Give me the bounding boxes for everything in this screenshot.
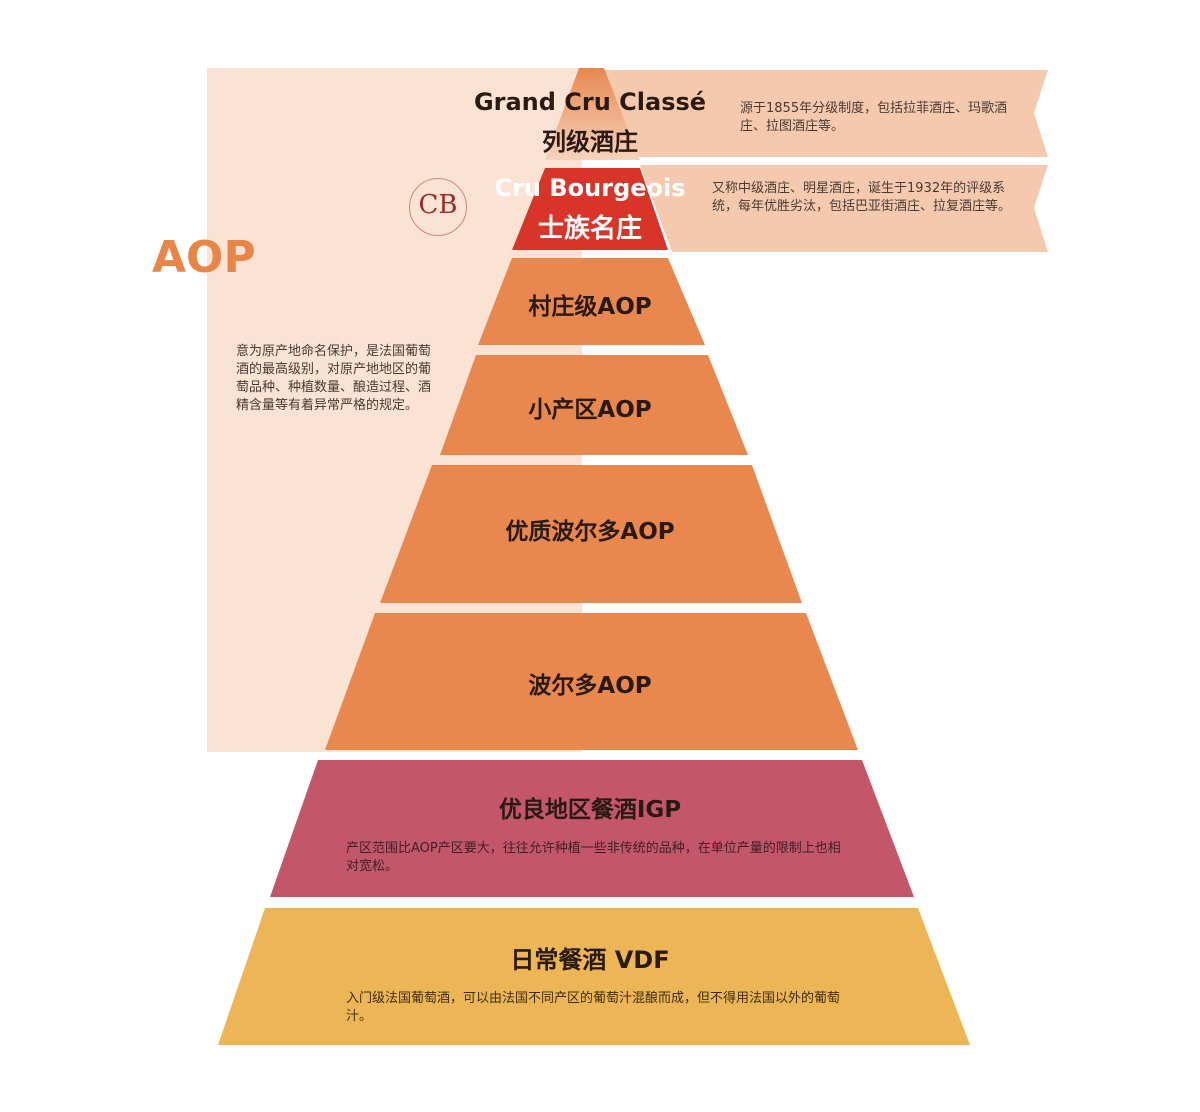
ribbon-grand-cru [603, 70, 1048, 157]
tier-igp [270, 760, 914, 897]
tier-village-aop [478, 258, 705, 345]
cru-bourgeois-title-en: Cru Bourgeois [494, 174, 686, 202]
tier-bordeaux-superieur-aop [380, 465, 802, 603]
tier-cru-bourgeois [512, 168, 668, 250]
vdf-description: 入门级法国葡萄酒，可以由法国不同产区的葡萄汁混酿而成，但不得用法国以外的葡萄汁。 [346, 991, 841, 1024]
cru-bourgeois-description: 又称中级酒庄、明星酒庄，诞生于1932年的评级系统，每年优胜劣汰，包括巴亚街酒庄… [712, 181, 1012, 214]
grand-cru-title-cn: 列级酒庄 [542, 128, 638, 156]
grand-cru-title-en: Grand Cru Classé [473, 88, 707, 116]
aop-label: AOP [152, 232, 256, 283]
igp-title: 优良地区餐酒IGP [498, 797, 682, 823]
grand-cru-description: 源于1855年分级制度，包括拉菲酒庄、玛歌酒庄、拉图酒庄等。 [740, 101, 1008, 134]
tier-sub-region-aop [440, 355, 748, 455]
ribbon-cru-bourgeois [640, 165, 1048, 252]
cru-bourgeois-logo: CB [409, 178, 467, 236]
vdf-title: 日常餐酒 VDF [510, 946, 670, 974]
bordeaux-aop-title: 波尔多AOP [528, 673, 652, 699]
aop-description: 意为原产地命名保护，是法国葡萄酒的最高级别，对原产地地区的葡萄品种、种植数量、酿… [236, 344, 432, 413]
tier-grand-cru [545, 68, 640, 160]
village-aop-title: 村庄级AOP [528, 294, 652, 320]
sub-region-aop-title: 小产区AOP [528, 397, 652, 423]
cru-bourgeois-title-cn: 士族名庄 [537, 214, 642, 244]
igp-description: 产区范围比AOP产区要大，往往允许种植一些非传统的品种，在单位产量的限制上也相对… [346, 841, 841, 874]
bordeaux-superieur-aop-title: 优质波尔多AOP [505, 519, 675, 545]
tier-vdf [218, 908, 970, 1045]
tier-bordeaux-aop [325, 613, 858, 750]
